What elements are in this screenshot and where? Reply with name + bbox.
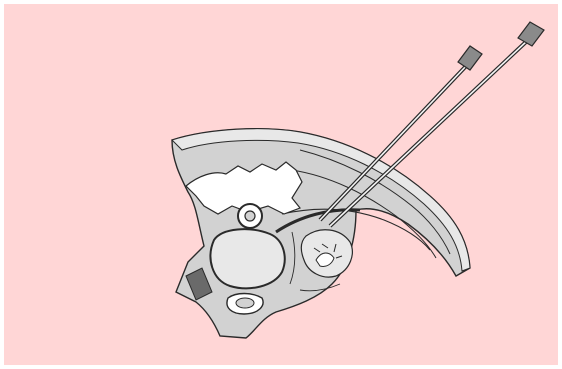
- spinal-cord: [245, 211, 255, 221]
- vertebral-body: [211, 229, 285, 288]
- vessel-lumen: [236, 298, 254, 308]
